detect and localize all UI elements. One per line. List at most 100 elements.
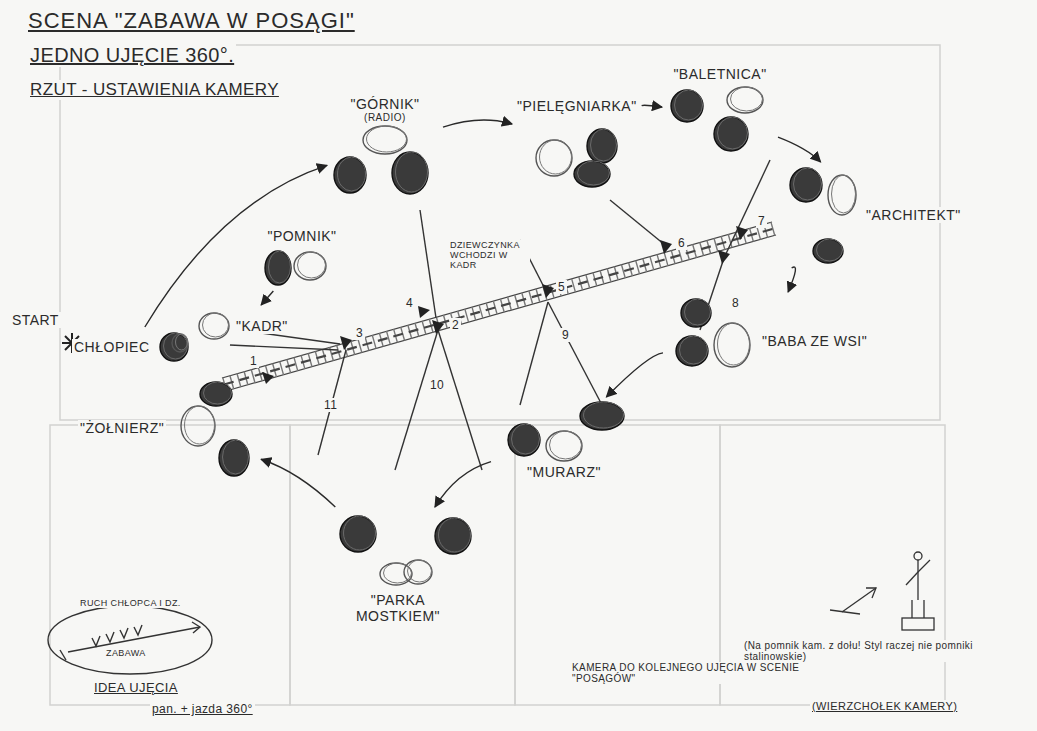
actor-dark bbox=[574, 161, 610, 187]
actor-blobs bbox=[494, 400, 634, 462]
movement-arrow bbox=[788, 267, 795, 292]
actor-outline bbox=[577, 161, 609, 185]
character-name: "ARCHITEKT" bbox=[864, 207, 963, 223]
actor-light bbox=[199, 313, 229, 339]
figure-label: "ŻOŁNIERZ" bbox=[78, 420, 166, 436]
figure-group: "GÓRNIK"(RADIO) bbox=[330, 96, 440, 197]
character-name: "BALETNICA" bbox=[671, 66, 768, 82]
figure-group: "BABA ZE WSI" bbox=[666, 295, 869, 387]
movement-arrow bbox=[435, 462, 491, 507]
actor-light bbox=[546, 431, 582, 461]
movement-arrow bbox=[261, 459, 335, 507]
camera-number: 4 bbox=[404, 296, 415, 310]
actor-light bbox=[727, 87, 763, 113]
figure-group: "ŻOŁNIERZ" bbox=[78, 378, 258, 478]
camera-number: 7 bbox=[756, 214, 767, 228]
actor-outline bbox=[175, 334, 187, 350]
camera-number: 3 bbox=[354, 326, 365, 340]
actor-outline bbox=[832, 175, 856, 213]
actor-blobs bbox=[665, 84, 775, 164]
figure-group: "PIELĘGNIARKA" bbox=[515, 98, 639, 188]
actor-dark bbox=[160, 333, 188, 361]
actor-dark bbox=[435, 518, 471, 554]
figure-label: "GÓRNIK"(RADIO) bbox=[348, 96, 421, 123]
sketch-note: RUCH CHŁOPCA I DZ. bbox=[78, 598, 183, 608]
actor-blobs bbox=[330, 125, 440, 197]
actor-outline bbox=[203, 313, 229, 337]
actor-outline bbox=[338, 157, 366, 191]
movement-arrow bbox=[261, 291, 273, 305]
camera-number: 1 bbox=[248, 354, 259, 368]
actor-dark bbox=[813, 239, 843, 263]
actor-outline bbox=[817, 239, 843, 261]
camera-number: 11 bbox=[322, 398, 339, 412]
character-name: "POMNIK" bbox=[265, 228, 338, 244]
movement-arrow bbox=[443, 120, 512, 127]
movement-arrow bbox=[145, 165, 327, 327]
character-name: "GÓRNIK" bbox=[348, 96, 421, 112]
actor-outline bbox=[731, 87, 763, 111]
actor-light bbox=[181, 406, 215, 446]
actor-dark bbox=[392, 152, 428, 194]
figure-label: "POMNIK" bbox=[265, 228, 338, 244]
figure-label: "BALETNICA" bbox=[671, 66, 768, 82]
movement-arrow bbox=[778, 137, 821, 162]
actor-outline bbox=[185, 406, 215, 444]
camera-number: 5 bbox=[556, 280, 567, 294]
actor-blobs bbox=[522, 116, 632, 188]
actor-light bbox=[404, 560, 432, 584]
figure-group: "PARKA MOSTKIEM" bbox=[318, 510, 478, 624]
actor-light bbox=[828, 175, 856, 215]
figure-group: "MURARZ" bbox=[494, 400, 634, 480]
actor-outline bbox=[590, 129, 616, 161]
actor-outline bbox=[512, 424, 540, 454]
actor-outline bbox=[223, 440, 249, 474]
character-name: "KADR" bbox=[234, 318, 290, 334]
actor-outline bbox=[539, 140, 571, 174]
actor-dark bbox=[671, 90, 703, 122]
sketch-note: ZABAWA bbox=[104, 648, 148, 658]
actor-outline bbox=[163, 333, 187, 359]
sketch-note: DZIEWCZYNKA WCHODZI W KADR bbox=[448, 240, 530, 270]
actor-dark bbox=[714, 117, 748, 151]
actor-outline bbox=[367, 126, 407, 152]
sketch-note: KAMERA DO KOLEJNEGO UJĘCIA W SCENIE "POS… bbox=[570, 662, 814, 684]
actor-light bbox=[380, 563, 412, 585]
sketch-note: JEDNO UJĘCIE 360°. bbox=[28, 44, 236, 67]
character-name: "ŻOŁNIERZ" bbox=[78, 420, 166, 436]
actor-dark bbox=[200, 382, 232, 406]
actor-dark bbox=[580, 402, 624, 430]
actor-outline bbox=[718, 323, 750, 365]
actor-outline bbox=[204, 382, 232, 404]
actor-light bbox=[294, 252, 326, 280]
figure-group: "ARCHITEKT" bbox=[782, 165, 963, 265]
character-name: "BABA ZE WSI" bbox=[760, 333, 869, 349]
sketch-note: (Na pomnik kam. z dołu! Styl raczej nie … bbox=[742, 640, 1016, 662]
sketch-note: RZUT - USTAWIENIA KAMERY bbox=[28, 80, 281, 100]
actor-blobs bbox=[782, 165, 862, 265]
actor-blobs bbox=[318, 510, 478, 590]
sketch-note: START bbox=[10, 312, 61, 328]
camera-number: 2 bbox=[450, 318, 461, 332]
actor-outline bbox=[550, 431, 582, 459]
figure-group: "POMNIK" bbox=[262, 228, 342, 288]
actor-outline bbox=[584, 402, 624, 428]
actor-outline bbox=[269, 251, 291, 283]
actor-blobs bbox=[666, 295, 758, 387]
character-name: "MURARZ" bbox=[525, 464, 603, 480]
actor-outline bbox=[408, 560, 432, 582]
camera-number: 8 bbox=[730, 296, 741, 310]
character-note: (RADIO) bbox=[362, 112, 408, 123]
actor-blobs bbox=[196, 308, 232, 344]
actor-dark bbox=[676, 336, 708, 366]
movement-arrow bbox=[642, 105, 662, 107]
actor-dark bbox=[587, 129, 617, 163]
actor-outline bbox=[298, 252, 326, 278]
character-name: "PARKA MOSTKIEM" bbox=[351, 592, 445, 624]
actor-outline bbox=[396, 152, 428, 192]
camera-number: 10 bbox=[428, 378, 446, 392]
actor-light bbox=[363, 126, 407, 154]
sketch-title: SCENA "ZABAWA W POSĄGI" bbox=[28, 8, 355, 34]
figure-label: "MURARZ" bbox=[525, 464, 603, 480]
figure-label: "BABA ZE WSI" bbox=[760, 333, 869, 349]
